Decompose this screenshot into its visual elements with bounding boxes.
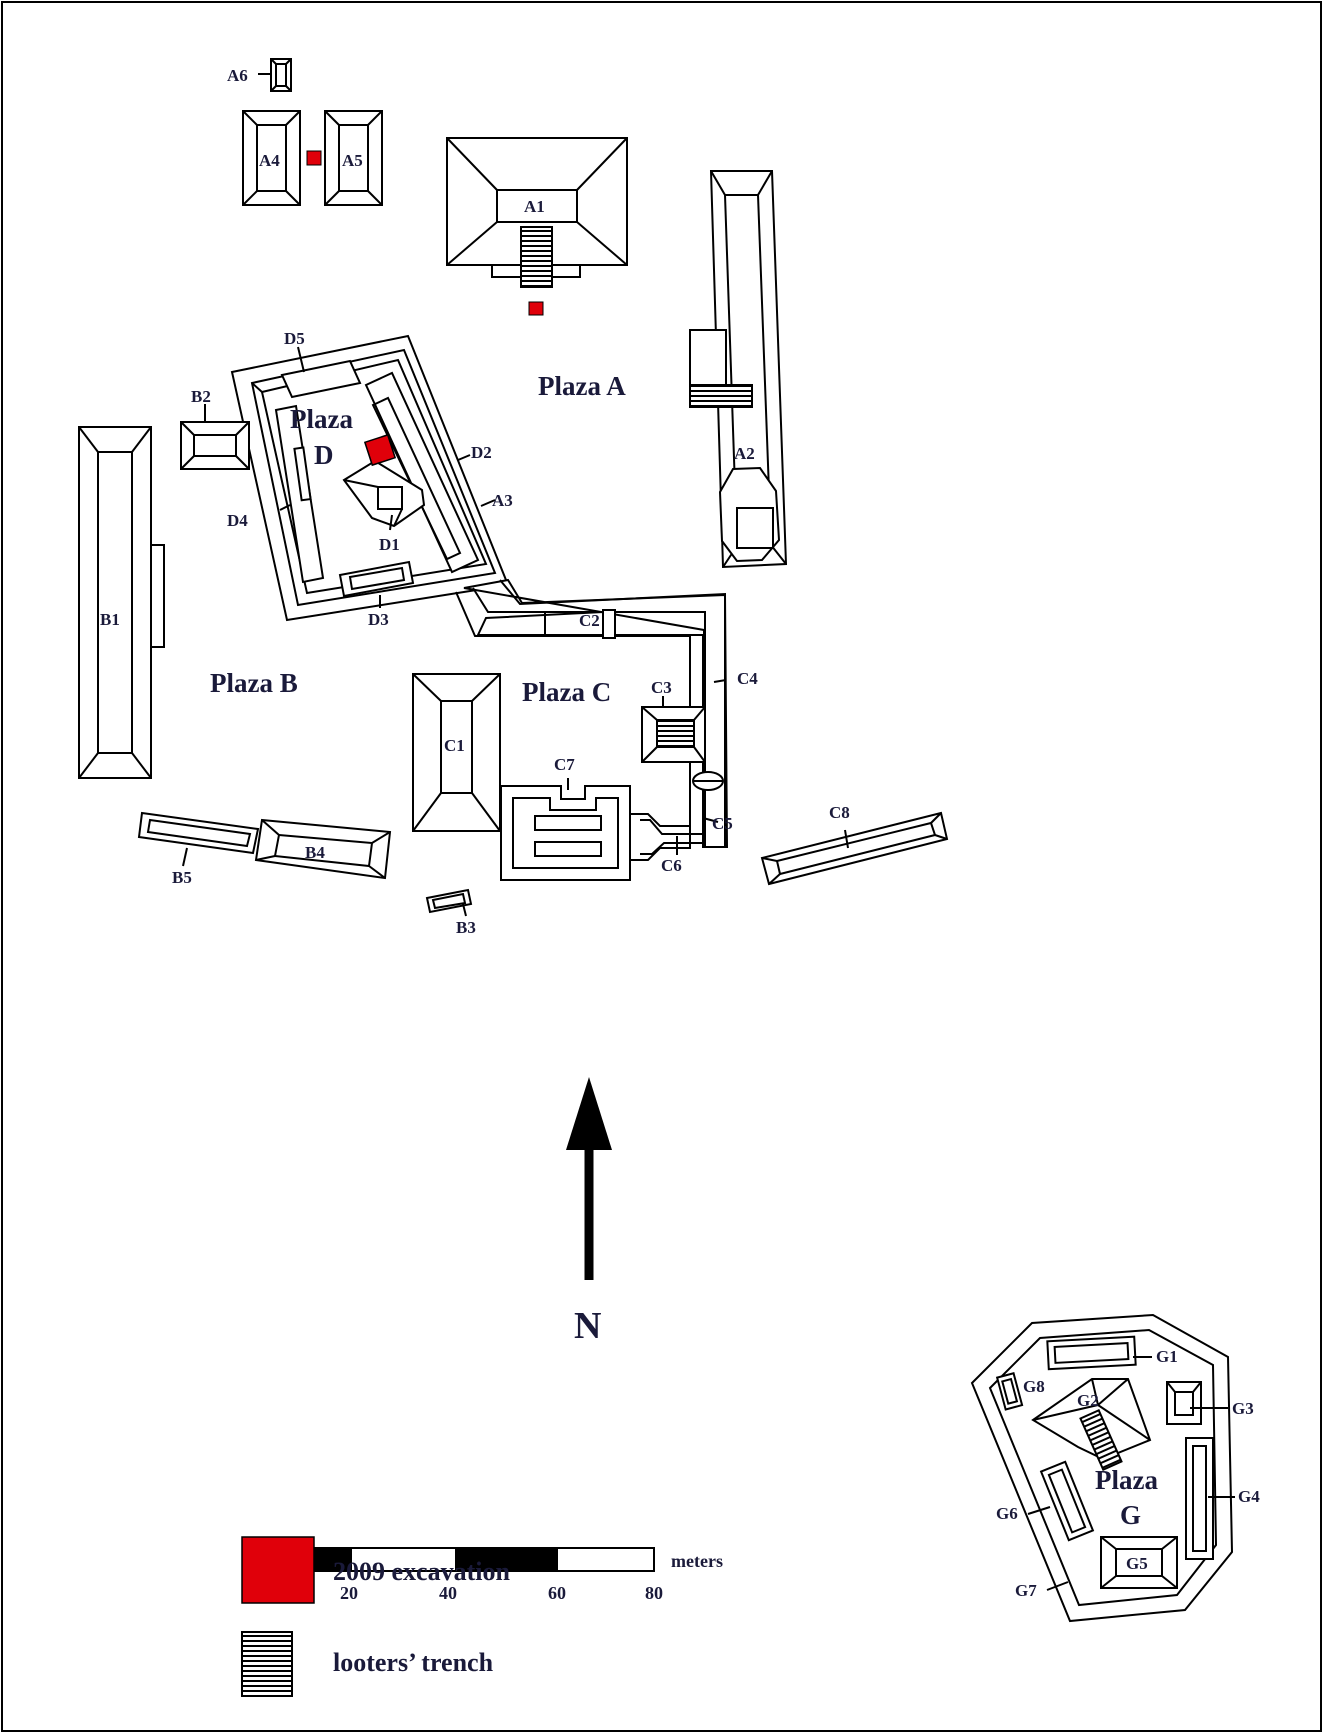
structure-a5 xyxy=(324,110,383,206)
scale-tick-60: 60 xyxy=(548,1583,566,1603)
structure-a2 xyxy=(689,170,788,569)
plaza-g-label-line1: Plaza xyxy=(1095,1465,1158,1495)
label-a6: A6 xyxy=(227,66,248,85)
excavation-unit-a4-a5 xyxy=(306,150,322,166)
structure-a4 xyxy=(242,110,301,206)
looters-trench-a1 xyxy=(520,226,553,288)
structure-b5 xyxy=(137,811,260,867)
structure-c7 xyxy=(500,778,631,881)
scale-tick-40: 40 xyxy=(439,1583,457,1603)
label-d4: D4 xyxy=(227,511,248,530)
scale-tick-20: 20 xyxy=(340,1583,358,1603)
structure-g5 xyxy=(1100,1536,1178,1589)
looters-trench-g2 xyxy=(1079,1409,1123,1471)
label-b5: B5 xyxy=(172,868,192,887)
structure-c4 xyxy=(692,679,727,791)
label-g4: G4 xyxy=(1238,1487,1260,1506)
scale-tick-80: 80 xyxy=(645,1583,663,1603)
scale-unit: meters xyxy=(671,1551,723,1571)
label-g6: G6 xyxy=(996,1504,1018,1523)
structure-d4 xyxy=(274,404,325,584)
label-c6: C6 xyxy=(661,856,682,875)
plaza-a-label: Plaza A xyxy=(538,371,626,401)
excavation-unit-a1 xyxy=(528,301,544,316)
label-a4: A4 xyxy=(259,151,280,170)
label-b1: B1 xyxy=(100,610,120,629)
structure-c5-c6 xyxy=(629,813,719,861)
label-g5: G5 xyxy=(1126,1554,1148,1573)
legend-label-looters: looters’ trench xyxy=(333,1648,494,1677)
label-d3: D3 xyxy=(368,610,389,629)
label-d2: D2 xyxy=(471,443,492,462)
label-a3: A3 xyxy=(492,491,513,510)
structure-c3 xyxy=(641,696,706,763)
structure-g-group xyxy=(970,1313,1235,1623)
label-d5: D5 xyxy=(284,329,305,348)
plaza-d-label-line2: D xyxy=(314,440,334,470)
legend-hatch-swatch xyxy=(241,1631,293,1697)
label-b2: B2 xyxy=(191,387,211,406)
structure-d-group xyxy=(230,334,510,622)
plaza-g-label-line2: G xyxy=(1120,1500,1141,1530)
label-a1: A1 xyxy=(524,197,545,216)
label-c1: C1 xyxy=(444,736,465,755)
label-c3: C3 xyxy=(651,678,672,697)
north-arrow xyxy=(566,1077,612,1280)
label-c7: C7 xyxy=(554,755,575,774)
structure-g6 xyxy=(1039,1460,1095,1542)
label-g3: G3 xyxy=(1232,1399,1254,1418)
structure-b3 xyxy=(425,888,473,917)
north-label: N xyxy=(574,1305,601,1347)
label-a2: A2 xyxy=(734,444,755,463)
structure-c1 xyxy=(412,673,501,832)
legend-label-excavation: 2009 excavation xyxy=(333,1557,510,1586)
label-g1: G1 xyxy=(1156,1347,1178,1366)
label-c2: C2 xyxy=(579,611,600,630)
legend-red-swatch xyxy=(241,1536,315,1604)
label-c8: C8 xyxy=(829,803,850,822)
plaza-c-label: Plaza C xyxy=(522,677,611,707)
structure-c8 xyxy=(760,811,949,886)
structure-g1 xyxy=(1046,1335,1137,1371)
plaza-b-label: Plaza B xyxy=(210,668,298,698)
label-g2: G2 xyxy=(1077,1391,1099,1410)
label-c4: C4 xyxy=(737,669,758,688)
excavation-unit-plaza-d xyxy=(363,433,397,467)
label-c5: C5 xyxy=(712,814,733,833)
label-g8: G8 xyxy=(1023,1377,1045,1396)
structure-g4 xyxy=(1185,1437,1214,1560)
looters-trench-c3 xyxy=(656,719,695,748)
structure-a6 xyxy=(258,58,292,92)
structure-d5 xyxy=(280,359,362,399)
label-b4: B4 xyxy=(305,843,325,862)
structure-b1 xyxy=(78,426,165,779)
structure-b4 xyxy=(254,818,392,880)
label-g7: G7 xyxy=(1015,1581,1037,1600)
plaza-d-label-line1: Plaza xyxy=(290,404,353,434)
structure-c2 xyxy=(455,578,729,848)
label-a5: A5 xyxy=(342,151,363,170)
structure-a1 xyxy=(446,137,628,288)
looters-trench-a2 xyxy=(689,384,753,408)
label-b3: B3 xyxy=(456,918,476,937)
label-d1: D1 xyxy=(379,535,400,554)
structure-b2 xyxy=(180,404,250,470)
